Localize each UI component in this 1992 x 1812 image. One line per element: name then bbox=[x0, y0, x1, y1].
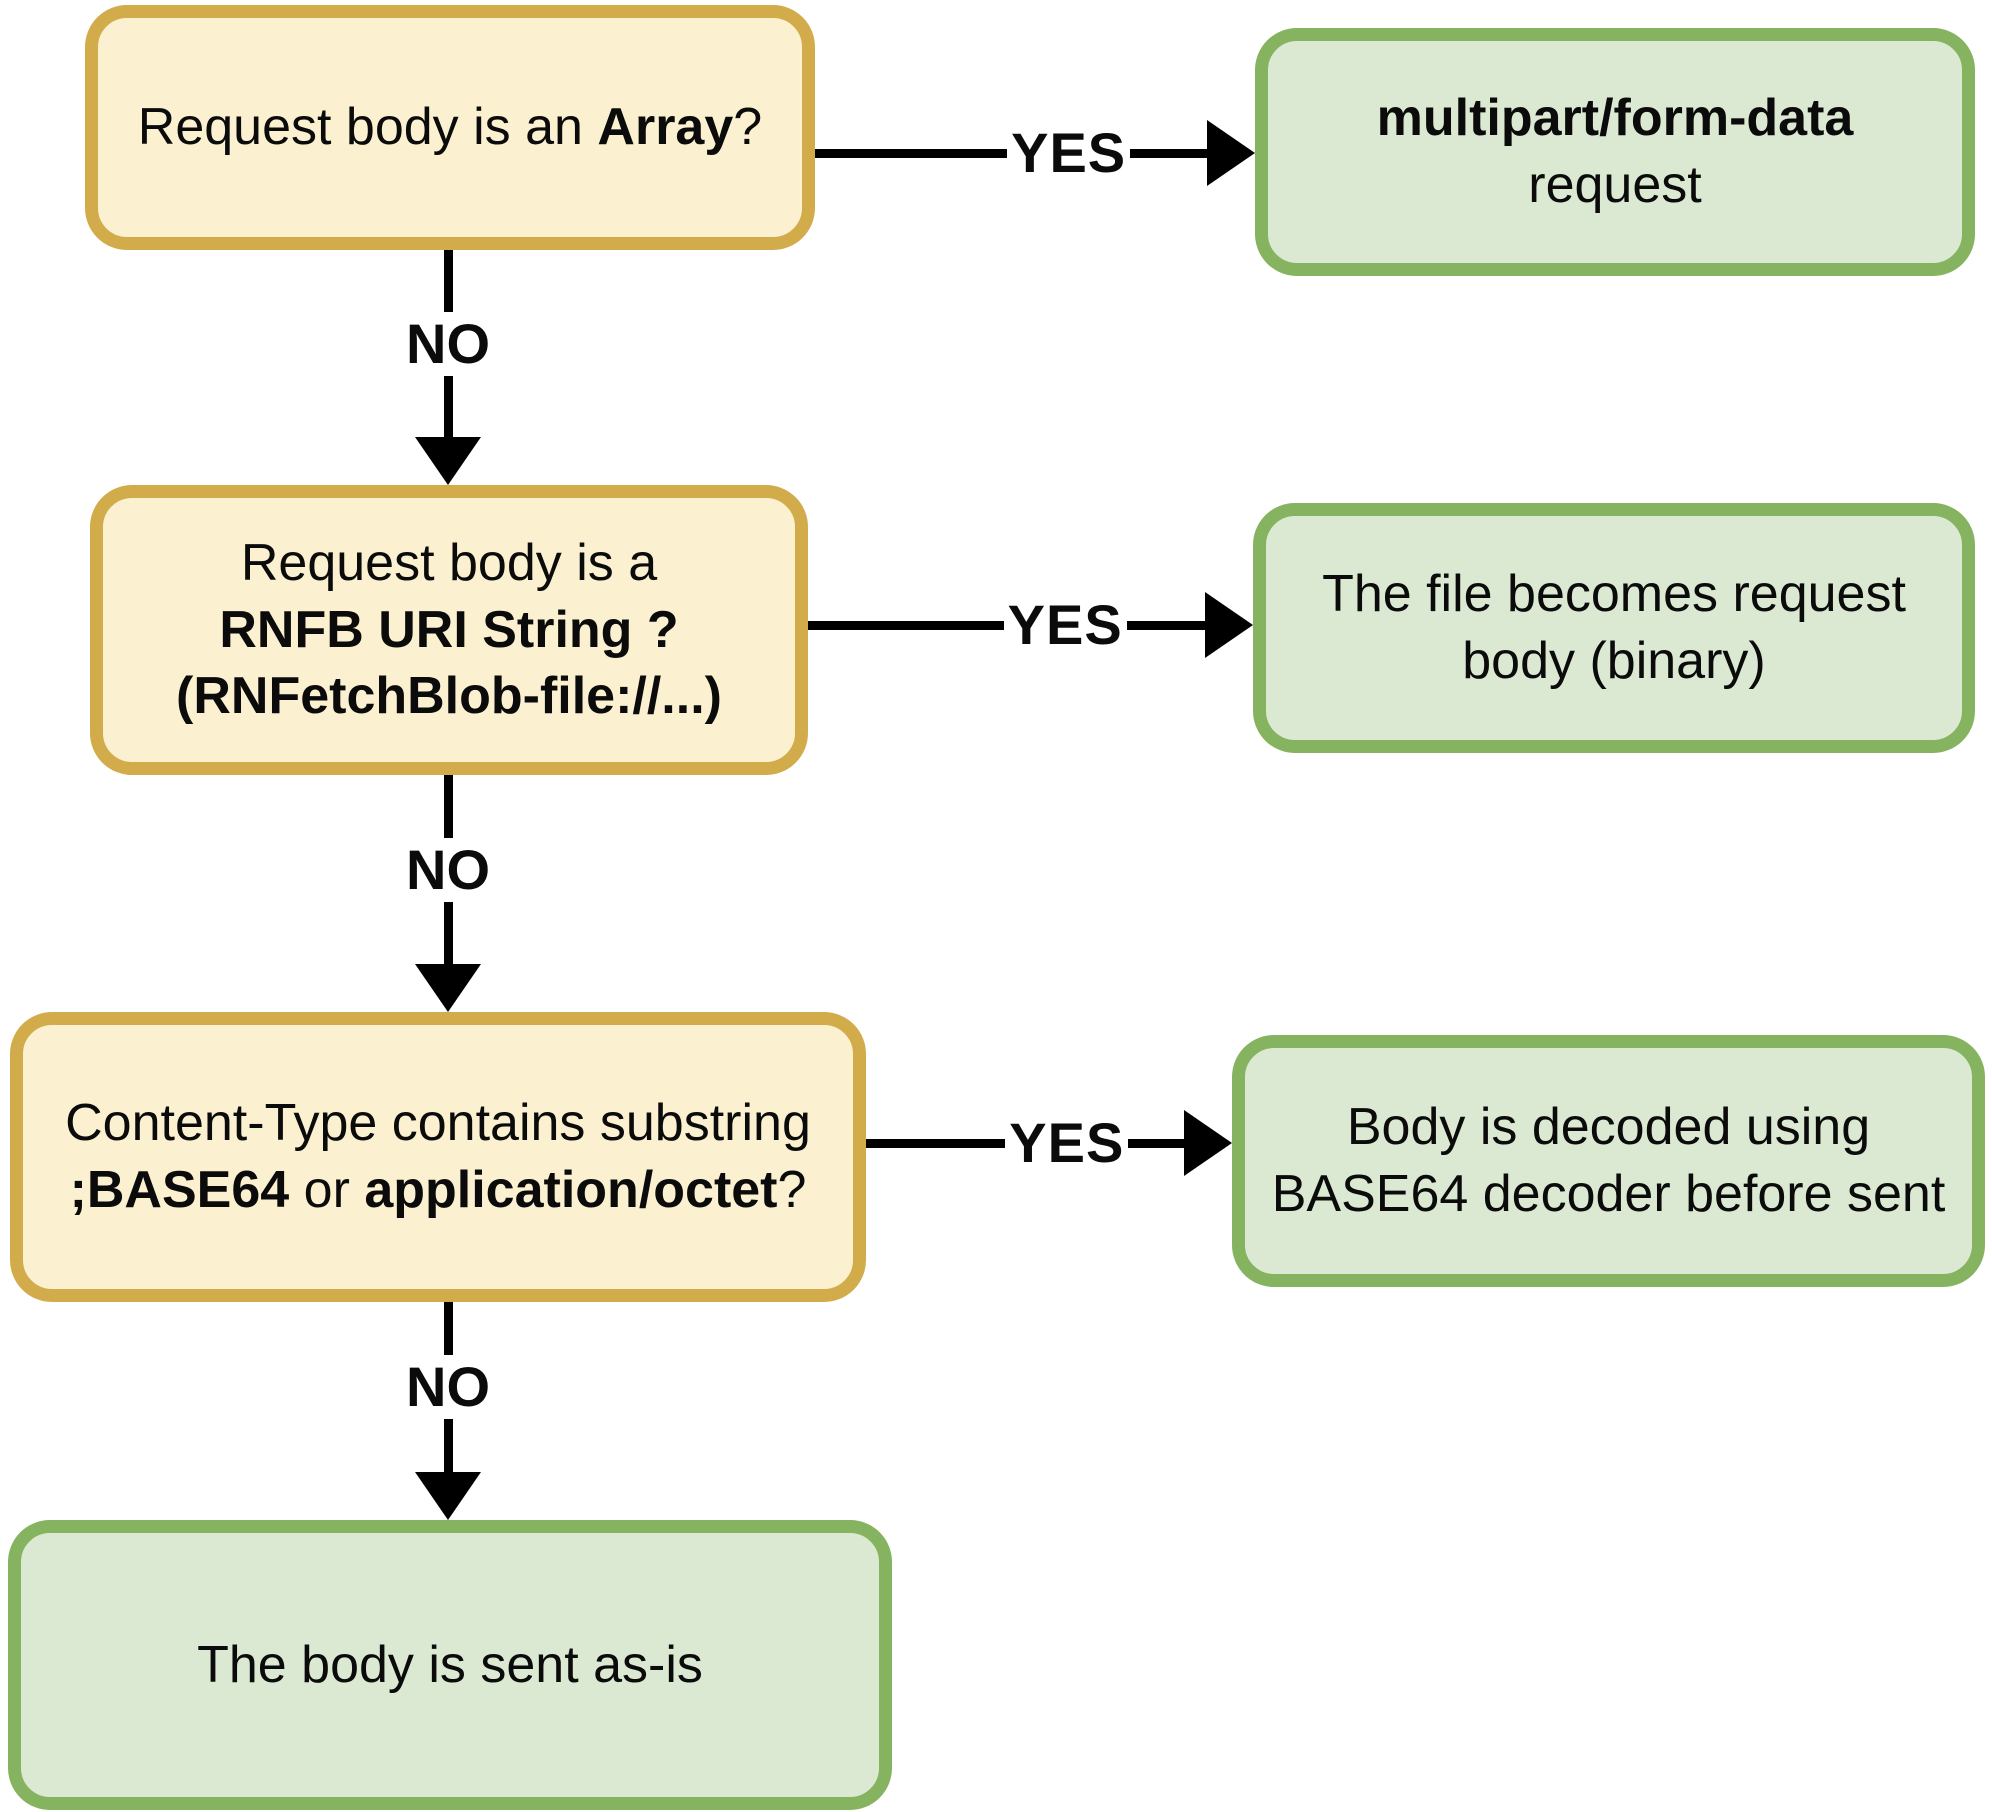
result-file-body-line2: body (binary) bbox=[1462, 632, 1766, 690]
arrow-yes-1-line bbox=[815, 148, 1008, 158]
arrow-no-1-line bbox=[443, 250, 453, 312]
arrow-yes-1-line2 bbox=[1130, 148, 1207, 158]
result-base64-line1: Body is decoded using bbox=[1346, 1098, 1871, 1157]
arrow-yes-2-line2 bbox=[1126, 620, 1205, 630]
result-base64-text: Body is decoded using BASE64 decoder bef… bbox=[1272, 1094, 1946, 1227]
arrow-no-2-line bbox=[443, 775, 453, 838]
arrow-yes-3: YES bbox=[866, 1103, 1232, 1183]
arrow-no-2-line2 bbox=[443, 901, 453, 964]
question-array-text: Request body is an Array? bbox=[138, 94, 762, 161]
arrow-no-3: NO bbox=[368, 1302, 528, 1520]
question-rnfb-line2: RNFB URI String ? bbox=[219, 600, 679, 659]
node-result-sent-as-is: The body is sent as-is bbox=[8, 1520, 892, 1810]
result-file-body-text: The file becomes request body (binary) bbox=[1322, 561, 1906, 694]
question-content-type-bold1: ;BASE64 bbox=[69, 1161, 290, 1219]
arrow-yes-3-line2 bbox=[1128, 1138, 1184, 1148]
arrow-yes-2-line bbox=[808, 620, 1004, 630]
arrow-right-icon bbox=[1207, 120, 1255, 186]
no-label-3: NO bbox=[406, 1355, 490, 1418]
question-array-bold: Array bbox=[597, 98, 734, 157]
result-sent-as-is-text: The body is sent as-is bbox=[197, 1635, 703, 1694]
question-content-type-post: ? bbox=[777, 1161, 807, 1219]
question-rnfb-line3: (RNFetchBlob-file://...) bbox=[176, 667, 722, 726]
node-result-file-body: The file becomes request body (binary) bbox=[1253, 503, 1975, 753]
yes-label-1: YES bbox=[1011, 121, 1127, 184]
question-array-post: ? bbox=[733, 98, 763, 157]
question-content-type-text: Content-Type contains substring ;BASE64 … bbox=[65, 1090, 811, 1223]
question-rnfb-line1: Request body is a bbox=[240, 534, 658, 593]
node-result-base64-decode: Body is decoded using BASE64 decoder bef… bbox=[1232, 1035, 1985, 1287]
node-result-multipart: multipart/form-data request bbox=[1255, 28, 1975, 276]
question-content-type-line2: ;BASE64 or application/octet? bbox=[65, 1157, 811, 1224]
question-content-type-mid: or bbox=[289, 1161, 365, 1219]
no-label-1: NO bbox=[406, 311, 490, 375]
arrow-down-icon bbox=[415, 437, 481, 485]
arrow-yes-3-line bbox=[866, 1138, 1006, 1148]
yes-label-2: YES bbox=[1007, 593, 1123, 656]
question-content-type-bold2: application/octet bbox=[364, 1161, 778, 1219]
arrow-yes-1: YES bbox=[815, 113, 1255, 193]
node-question-rnfb-uri: Request body is a RNFB URI String ? (RNF… bbox=[90, 485, 808, 775]
question-content-type-line1: Content-Type contains substring bbox=[65, 1094, 811, 1153]
question-array-pre: Request body is an bbox=[137, 98, 598, 157]
arrow-down-icon bbox=[415, 1472, 481, 1520]
arrow-no-3-line bbox=[443, 1302, 453, 1355]
arrow-yes-2: YES bbox=[808, 585, 1253, 665]
arrow-no-1: NO bbox=[368, 250, 528, 485]
arrow-down-icon bbox=[415, 964, 481, 1012]
arrow-no-3-line2 bbox=[443, 1419, 453, 1472]
result-multipart-text: multipart/form-data request bbox=[1377, 85, 1854, 218]
no-label-2: NO bbox=[406, 837, 490, 901]
node-question-content-type: Content-Type contains substring ;BASE64 … bbox=[10, 1012, 866, 1302]
result-base64-line2: BASE64 decoder before sent bbox=[1271, 1165, 1946, 1223]
arrow-no-2: NO bbox=[368, 775, 528, 1012]
result-multipart-line1: multipart/form-data bbox=[1376, 89, 1854, 148]
result-file-body-line1: The file becomes request bbox=[1322, 565, 1906, 624]
result-multipart-line2: request bbox=[1528, 156, 1702, 214]
question-rnfb-text: Request body is a RNFB URI String ? (RNF… bbox=[176, 530, 722, 730]
arrow-right-icon bbox=[1184, 1110, 1232, 1176]
yes-label-3: YES bbox=[1009, 1111, 1125, 1174]
arrow-right-icon bbox=[1205, 592, 1253, 658]
arrow-no-1-line2 bbox=[443, 375, 453, 437]
node-question-array: Request body is an Array? bbox=[85, 5, 815, 250]
